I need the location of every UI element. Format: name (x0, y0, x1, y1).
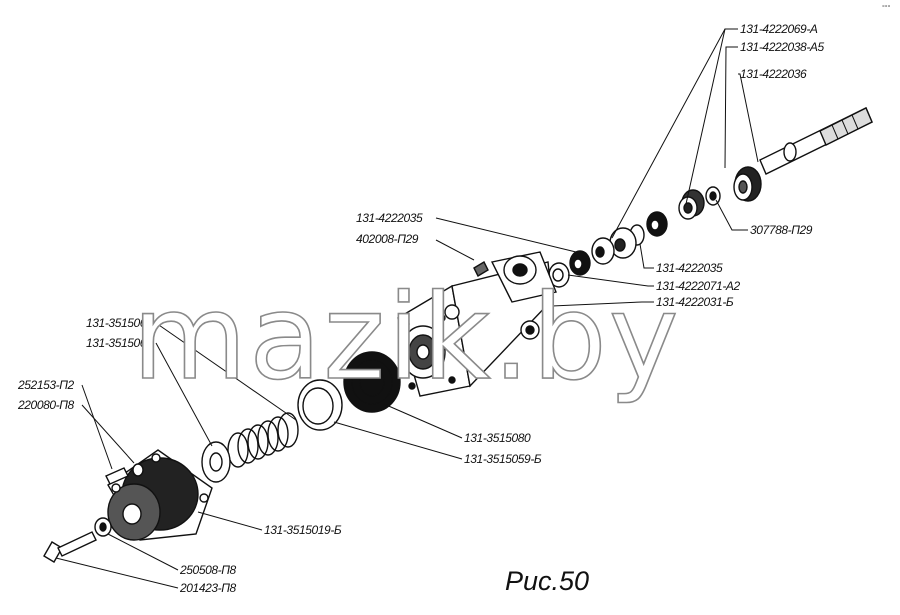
ring-307788-part (705, 186, 721, 206)
bearing-nut-part (733, 166, 762, 202)
spring-seat-part (201, 441, 231, 483)
leader-lines (55, 28, 759, 589)
part-labels: 131-4222069-А 131-4222038-А5 131-4222036… (17, 22, 825, 595)
watermark: mazik.by (132, 268, 681, 406)
label-131-3515080: 131-3515080 (464, 431, 531, 445)
label-131-3515059-b: 131-3515059-Б (464, 452, 542, 466)
figure-caption: Рис.50 (505, 566, 589, 596)
label-131-4222071-a2: 131-4222071-А2 (656, 279, 741, 293)
spring-part (227, 412, 299, 468)
small-bolt-part (105, 463, 144, 485)
housing-part (397, 251, 557, 397)
gasket-ring-part (297, 379, 343, 431)
label-307788-p29: 307788-П29 (750, 223, 813, 237)
bushing-part (678, 189, 705, 220)
label-131-4222035-right: 131-4222035 (656, 261, 723, 275)
label-131-4222038-a5: 131-4222038-А5 (740, 40, 825, 54)
diaphragm-part (343, 351, 401, 413)
label-402008-p29: 402008-П29 (356, 232, 419, 246)
seal-stack-part (548, 211, 668, 288)
label-131-3515019-b: 131-3515019-Б (264, 523, 342, 537)
label-252153-p2: 252153-П2 (17, 378, 75, 392)
label-131-4222069-a: 131-4222069-А (740, 22, 818, 36)
label-131-4222031-b: 131-4222031-Б (656, 295, 734, 309)
big-bolt-part (43, 517, 112, 563)
label-201423-p8: 201423-П8 (179, 581, 237, 595)
label-220080-p8: 220080-П8 (17, 398, 75, 412)
cover-part (107, 449, 213, 541)
label-131-4222036: 131-4222036 (740, 67, 807, 81)
label-131-3515061: 131-3515061 (86, 316, 152, 330)
label-250508-p8: 250508-П8 (179, 563, 237, 577)
label-131-3515063: 131-3515063 (86, 336, 153, 350)
shaft-part (759, 107, 873, 175)
pin-part (473, 261, 489, 277)
corner-mark: °°° (882, 4, 891, 12)
label-131-4222035-top: 131-4222035 (356, 211, 423, 225)
